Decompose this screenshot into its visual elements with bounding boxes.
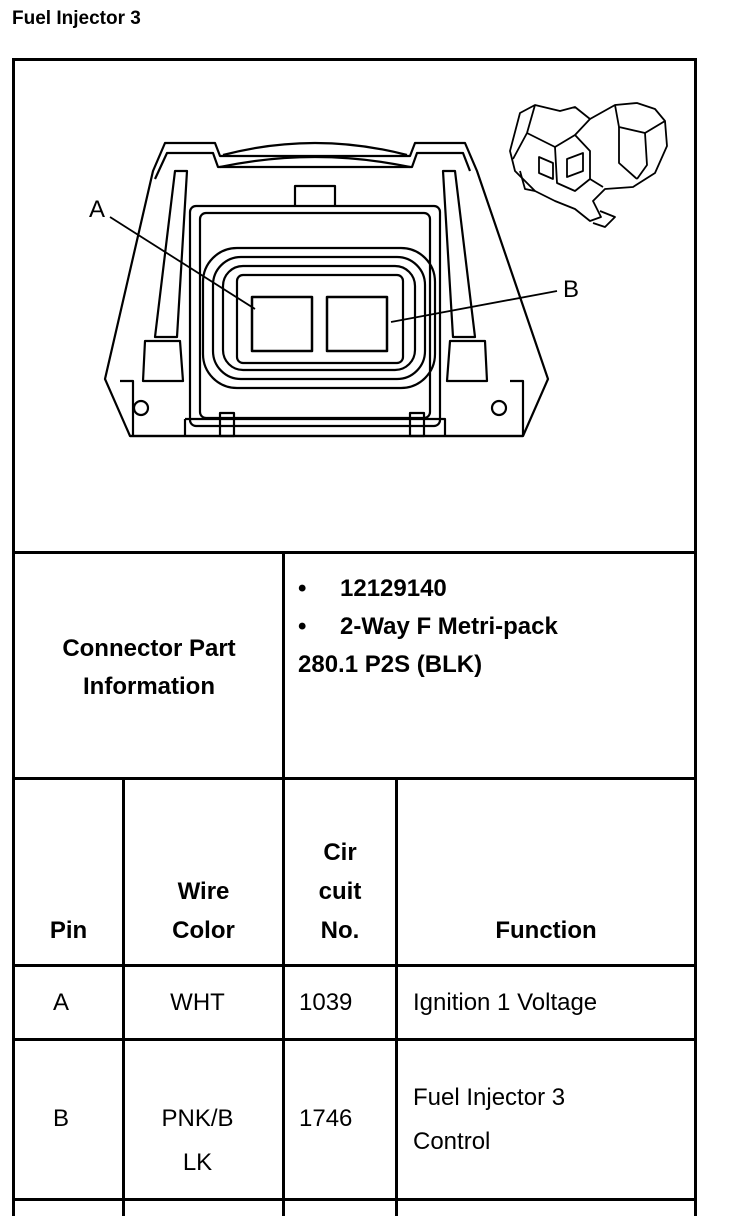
column-divider-circuit — [395, 780, 398, 1216]
connector-description-line2: 280.1 P2S (BLK) — [298, 651, 483, 678]
connector-info-label-line1: Connector Part — [62, 635, 236, 662]
row-b-function-line2: Control — [413, 1128, 491, 1155]
connector-info-label: Connector Part Information — [15, 630, 283, 706]
row-b-function: Fuel Injector 3 Control — [413, 1076, 565, 1164]
terminal-cavity — [201, 246, 437, 390]
header-function-text: Function — [495, 917, 597, 944]
header-pin-text: Pin — [49, 917, 88, 944]
row-b-wire-color: PNK/B LK — [125, 1097, 270, 1185]
pin-b-callout: B — [563, 276, 579, 303]
row-a-pin: A — [52, 989, 69, 1016]
row-b-function-line1: Fuel Injector 3 — [413, 1084, 566, 1111]
header-circuit-line3: No. — [320, 917, 360, 944]
part-number: 12129140 — [340, 575, 447, 602]
header-pin: Pin — [15, 911, 122, 950]
connector-info-label-line2: Information — [83, 673, 215, 700]
connector-face-drawing: A B — [89, 102, 668, 438]
divider-info-header — [12, 777, 697, 780]
pin-a-callout: A — [89, 196, 105, 223]
connector-info-details: • 12129140 • 2-Way F Metri-pack 280.1 P2… — [298, 570, 558, 684]
header-function: Function — [398, 911, 694, 950]
leader-line-a — [109, 216, 256, 310]
description-item: • 2-Way F Metri-pack — [298, 608, 558, 646]
bullet-icon: • — [298, 613, 307, 640]
connector-description-line1: 2-Way F Metri-pack — [340, 613, 558, 640]
divider-row-a-row-b — [12, 1038, 697, 1041]
header-wire-color-line1: Wire — [177, 878, 230, 905]
header-wire-color-line2: Color — [172, 917, 235, 944]
info-column-divider — [282, 554, 285, 777]
row-b-wire-color-line2: LK — [182, 1149, 213, 1176]
row-b-circuit: 1746 — [299, 1105, 353, 1132]
header-circuit-line2: cuit — [318, 878, 362, 905]
row-a-function: Ignition 1 Voltage — [413, 989, 598, 1016]
row-a-wire-color: WHT — [170, 989, 225, 1016]
terminal-b — [325, 295, 389, 353]
part-number-item: • 12129140 — [298, 570, 558, 608]
column-divider-color — [282, 780, 285, 1216]
header-circuit-no: Cir cuit No. — [285, 833, 395, 950]
terminal-a — [250, 295, 314, 353]
header-circuit-line1: Cir — [323, 839, 357, 866]
leader-line-b — [390, 290, 558, 323]
connector-housing — [103, 141, 550, 438]
connector-3d-illustration — [509, 102, 668, 228]
bullet-icon: • — [298, 575, 307, 602]
connector-table-frame — [12, 58, 697, 1216]
row-b-wire-color-line1: PNK/B — [161, 1105, 234, 1132]
divider-diagram-info — [12, 551, 697, 554]
row-b-pin: B — [52, 1105, 69, 1132]
column-divider-pin — [122, 780, 125, 1216]
page-title: Fuel Injector 3 — [12, 8, 141, 29]
divider-row-b-bottom — [12, 1198, 697, 1201]
divider-header-row-a — [12, 964, 697, 967]
header-wire-color: Wire Color — [125, 872, 282, 950]
connector-diagram: A B — [15, 61, 694, 551]
row-a-circuit: 1039 — [299, 989, 353, 1016]
